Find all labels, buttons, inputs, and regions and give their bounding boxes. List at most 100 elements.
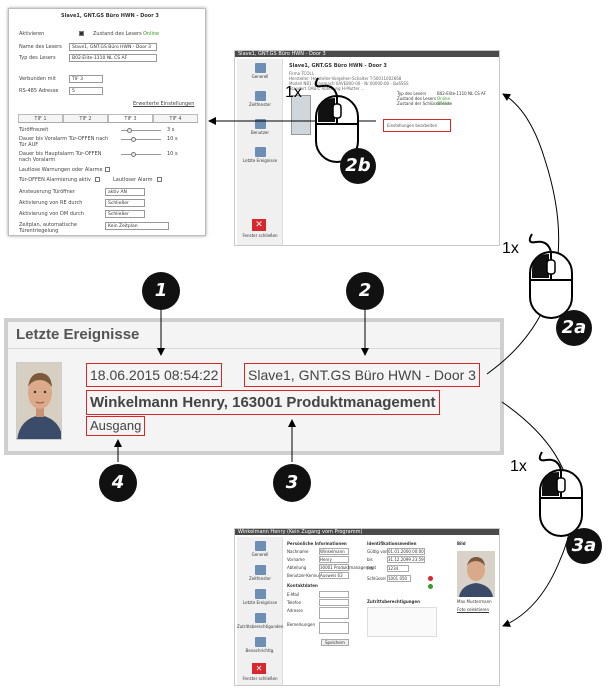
user-id-label: Benutzer-Kennung	[287, 573, 324, 578]
phone-field[interactable]	[319, 599, 349, 606]
activation-re-select[interactable]: Schließer	[105, 199, 145, 207]
sidebar-item-general[interactable]: Generell	[237, 539, 283, 565]
event-person-link[interactable]: Winkelmann Henry, 163001 Produktmanageme…	[86, 390, 440, 415]
mainalarm-label: Dauer bis Hauptalarm Tür-OFFEN nach Vora…	[19, 151, 102, 163]
lastname-input[interactable]: Winkelmann	[319, 548, 349, 555]
key-input[interactable]: 1001 050	[387, 575, 411, 582]
door-open-alarm-label: Tür-OFFEN Alarmierung aktiv	[19, 177, 91, 183]
reader-name-input[interactable]: Slave1, GNT.GS Büro HWN - Door 3	[69, 43, 157, 51]
sidebar-item-notify[interactable]: Benachrichtig.	[237, 635, 283, 661]
tab-tif-4[interactable]: TIF 4	[153, 114, 198, 122]
valid-from-label: Gültig von	[367, 549, 388, 554]
activate-label: Aktivieren	[19, 31, 45, 37]
lastname-label: Nachname	[287, 549, 309, 554]
reader-panel-title: Slave1, GNT.GS Büro HWN - Door 3	[61, 13, 159, 19]
device-line-3: Modell NB1: Dinemach 0AVE800-00 - Nr.000…	[289, 81, 409, 86]
tab-tif-2[interactable]: TIF 2	[63, 114, 108, 122]
contact-header: Kontaktdaten	[287, 583, 318, 588]
prealarm-value: 10 s	[167, 136, 178, 142]
access-header: Zutrittsberechtigungen	[367, 599, 420, 604]
address-label: Adresse	[287, 608, 303, 613]
sidebar-item-events[interactable]: Letzte Ereignisse	[237, 587, 283, 613]
reader-type-label: Typ des Lesers	[19, 55, 56, 61]
sidebar-item-general[interactable]: Generell	[237, 61, 283, 87]
status-label-type: Typ des Lesers	[397, 91, 427, 96]
remove-key-icon[interactable]	[428, 576, 433, 581]
door-open-alarm-checkbox[interactable]	[95, 177, 100, 182]
bell-icon	[254, 637, 266, 647]
edit-settings-link[interactable]: Einstellungen bearbeiten	[383, 119, 451, 132]
reader-name-label: Name des Lesers	[19, 44, 62, 50]
event-device-link[interactable]: Slave1, GNT.GS Büro HWN - Door 3	[244, 363, 480, 387]
tif-tabs: TIF 1 TIF 2 TIF 3 TIF 4	[18, 114, 198, 123]
title-divider	[8, 348, 500, 349]
address-field[interactable]	[319, 607, 349, 619]
select-photo-link[interactable]: Foto selektieren	[457, 607, 490, 612]
department-label: Abteilung	[287, 565, 307, 570]
sidebar-item-access[interactable]: Zutrittsberechtigunden	[237, 611, 283, 637]
department-input[interactable]: 30001 Produktmanagement	[319, 564, 377, 571]
device-title: Slave1, GNT.GS Büro HWN - Door 3	[289, 63, 387, 69]
prealarm-slider[interactable]	[121, 137, 161, 142]
connected-with-select[interactable]: TIF 3	[69, 75, 103, 83]
step-badge-3a: 3a	[566, 528, 602, 564]
silent-warnings-checkbox[interactable]	[105, 167, 110, 172]
email-field[interactable]	[319, 591, 349, 598]
valid-to-input[interactable]: 31.12.2099 23:59	[387, 556, 425, 563]
users-icon	[254, 119, 266, 129]
firstname-label: Vorname	[287, 557, 305, 562]
user-photo	[16, 362, 62, 440]
mouse-icon-2a	[528, 233, 573, 319]
reader-state-value: Online	[143, 31, 160, 37]
door-opener-control-select[interactable]: aktiv AN	[105, 188, 145, 196]
status-value-reader: Online	[437, 96, 450, 101]
person-photo-icon	[457, 551, 495, 597]
firstname-input[interactable]: Henry	[319, 556, 349, 563]
reader-settings-panel: Slave1, GNT.GS Büro HWN - Door 3 Aktivie…	[8, 8, 206, 236]
activation-dm-select[interactable]: Schließer	[105, 210, 145, 218]
notes-field[interactable]	[319, 622, 349, 634]
save-button[interactable]: Speichern	[321, 639, 349, 646]
access-list[interactable]	[367, 607, 437, 637]
step-badge-2a: 2a	[556, 310, 592, 346]
mouse-icon-3a	[538, 451, 583, 537]
door-open-time-slider[interactable]	[121, 128, 161, 133]
valid-from-input[interactable]: 01.01.2000 00:00	[387, 548, 425, 555]
schedule-label: Zeitplan, automatische Türentriegelung	[19, 222, 77, 234]
pin-input[interactable]: 1234	[387, 565, 409, 572]
advanced-settings-link[interactable]: Erweiterte Einstellungen	[133, 101, 195, 107]
activation-re-label: Aktivierung von RE durch	[19, 200, 83, 206]
click-label-2a: 1x	[502, 240, 519, 257]
close-icon[interactable]: ✕	[252, 219, 266, 231]
photo-caption: Max Mustermann	[457, 599, 492, 604]
activate-checkbox[interactable]	[79, 31, 84, 36]
rs485-input[interactable]: 5	[69, 87, 103, 95]
user-id-input[interactable]: Ausweis 63	[319, 572, 349, 579]
reader-type-select[interactable]: B02-Elite-1110 NL CS AF	[69, 54, 157, 62]
status-label-reader: Zustand des Lesers	[397, 96, 436, 101]
status-value-keys: Online	[437, 101, 450, 106]
calendar-icon	[254, 565, 266, 575]
user-photo-small	[457, 551, 495, 597]
sidebar-item-events[interactable]: Letzte Ereignisse	[237, 145, 283, 171]
device-line-4: Standort OAB.C Abteilung H-Mutter ...	[289, 86, 365, 91]
sidebar-item-users[interactable]: Benutzer	[237, 117, 283, 143]
event-timestamp[interactable]: 18.06.2015 08:54:22	[86, 363, 223, 387]
email-label: E-Mail	[287, 592, 300, 597]
schedule-select[interactable]: Kein Zeitplan	[105, 222, 169, 230]
close-icon[interactable]: ✕	[252, 663, 266, 674]
user-edit-icon	[254, 541, 266, 551]
tab-tif-3[interactable]: TIF 3	[108, 114, 153, 122]
device-window-title: Slave1, GNT.GS Büro HWN - Door 3	[235, 51, 499, 57]
valid-to-label: bis	[367, 557, 373, 562]
sidebar-item-timeslots[interactable]: Zeitfenster	[237, 89, 283, 115]
pin-label: PIN	[367, 566, 374, 571]
add-key-icon[interactable]	[428, 584, 433, 589]
close-window-label: Fenster schließen	[242, 676, 278, 681]
mainalarm-slider[interactable]	[121, 152, 161, 157]
tab-tif-1[interactable]: TIF 1	[18, 114, 63, 122]
silent-alarm-checkbox[interactable]	[157, 177, 162, 182]
click-label-3a: 1x	[510, 458, 527, 475]
sidebar-item-timeslots[interactable]: Zeitfenster	[237, 563, 283, 589]
door-open-time-label: Türöffnezeit	[19, 127, 49, 133]
